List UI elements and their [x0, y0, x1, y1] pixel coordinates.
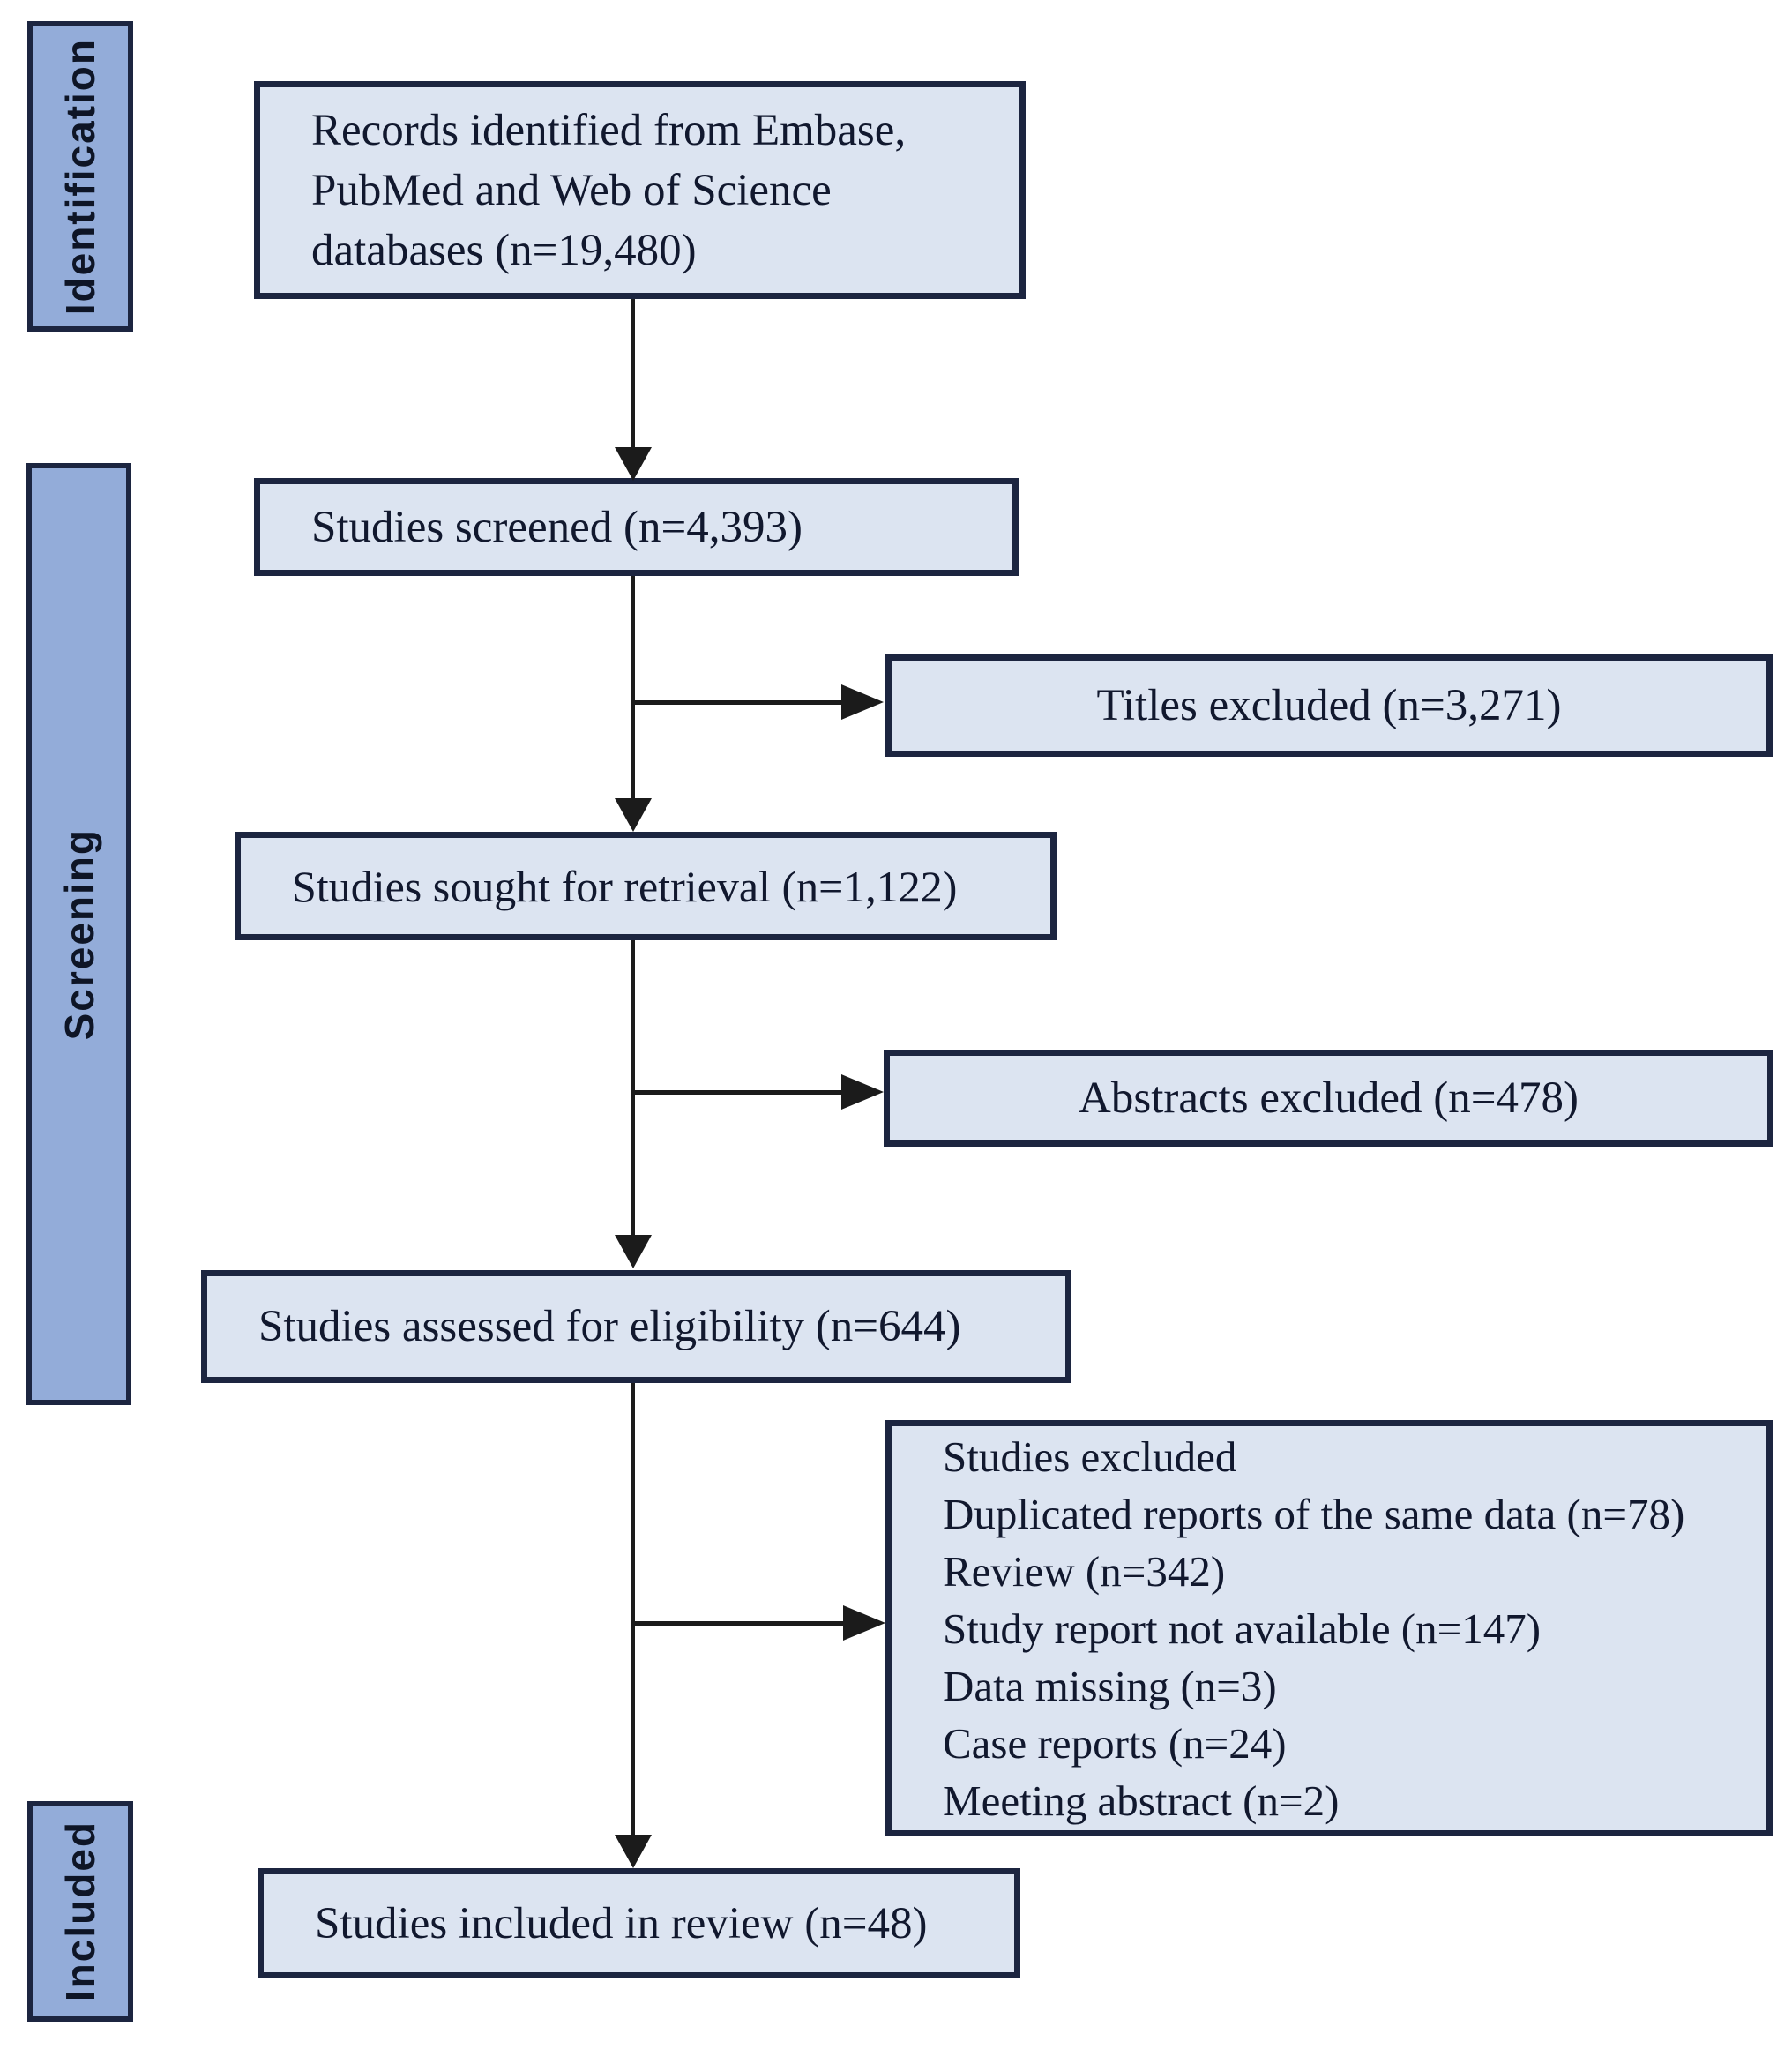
arrow-branch-studies-excluded-line — [633, 1621, 843, 1626]
arrow-screened-to-sought-head-icon — [615, 798, 652, 832]
abstracts-excluded-text: Abstracts excluded (n=478) — [1079, 1073, 1579, 1123]
box-studies-screened: Studies screened (n=4,393) — [254, 478, 1019, 576]
arrow-assessed-to-included-head-icon — [615, 1835, 652, 1868]
box-studies-assessed: Studies assessed for eligibility (n=644) — [201, 1270, 1071, 1383]
arrow-records-to-screened-head-icon — [615, 447, 652, 481]
arrow-branch-studies-excluded-head-icon — [843, 1605, 885, 1641]
studies-assessed-text: Studies assessed for eligibility (n=644) — [258, 1302, 961, 1351]
arrow-branch-titles-excluded-head-icon — [841, 684, 884, 720]
arrow-branch-abstracts-excluded-line — [633, 1090, 841, 1095]
records-identified-line-1: Records identified from Embase, — [311, 105, 907, 155]
studies-excluded-line-4: Study report not available (n=147) — [943, 1604, 1542, 1653]
studies-excluded-line-6: Case reports (n=24) — [943, 1718, 1287, 1768]
arrow-sought-to-assessed-line — [631, 940, 635, 1237]
box-studies-sought: Studies sought for retrieval (n=1,122) — [235, 832, 1057, 940]
arrow-branch-abstracts-excluded-head-icon — [841, 1074, 884, 1110]
box-titles-excluded: Titles excluded (n=3,271) — [885, 654, 1773, 757]
studies-sought-text: Studies sought for retrieval (n=1,122) — [292, 861, 958, 911]
arrow-assessed-to-included-line — [631, 1383, 635, 1836]
box-studies-excluded-reasons: Studies excluded Duplicated reports of t… — [885, 1420, 1773, 1836]
titles-excluded-text: Titles excluded (n=3,271) — [1096, 681, 1562, 730]
records-identified-line-2: PubMed and Web of Science — [311, 165, 832, 215]
stage-label-screening: Screening — [26, 463, 131, 1405]
stage-label-included-text: Included — [57, 1821, 103, 2002]
records-identified-line-3: databases (n=19,480) — [311, 225, 697, 275]
studies-included-text: Studies included in review (n=48) — [315, 1898, 928, 1948]
studies-excluded-line-5: Data missing (n=3) — [943, 1661, 1277, 1710]
studies-excluded-line-1: Studies excluded — [943, 1432, 1237, 1481]
box-studies-included: Studies included in review (n=48) — [258, 1868, 1020, 1978]
stage-label-identification: Identification — [27, 21, 133, 332]
arrow-records-to-screened-line — [631, 299, 635, 447]
studies-screened-text: Studies screened (n=4,393) — [311, 502, 803, 552]
box-abstracts-excluded: Abstracts excluded (n=478) — [884, 1050, 1773, 1147]
stage-label-included: Included — [27, 1801, 133, 2022]
arrow-sought-to-assessed-head-icon — [615, 1235, 652, 1268]
stage-label-identification-text: Identification — [57, 37, 103, 316]
stage-label-screening-text: Screening — [56, 827, 102, 1041]
arrow-branch-titles-excluded-line — [633, 700, 841, 705]
arrow-screened-to-sought-line — [631, 576, 635, 800]
studies-excluded-line-3: Review (n=342) — [943, 1546, 1226, 1596]
studies-excluded-line-7: Meeting abstract (n=2) — [943, 1776, 1340, 1825]
box-records-identified: Records identified from Embase, PubMed a… — [254, 81, 1026, 299]
studies-excluded-line-2: Duplicated reports of the same data (n=7… — [943, 1489, 1685, 1538]
